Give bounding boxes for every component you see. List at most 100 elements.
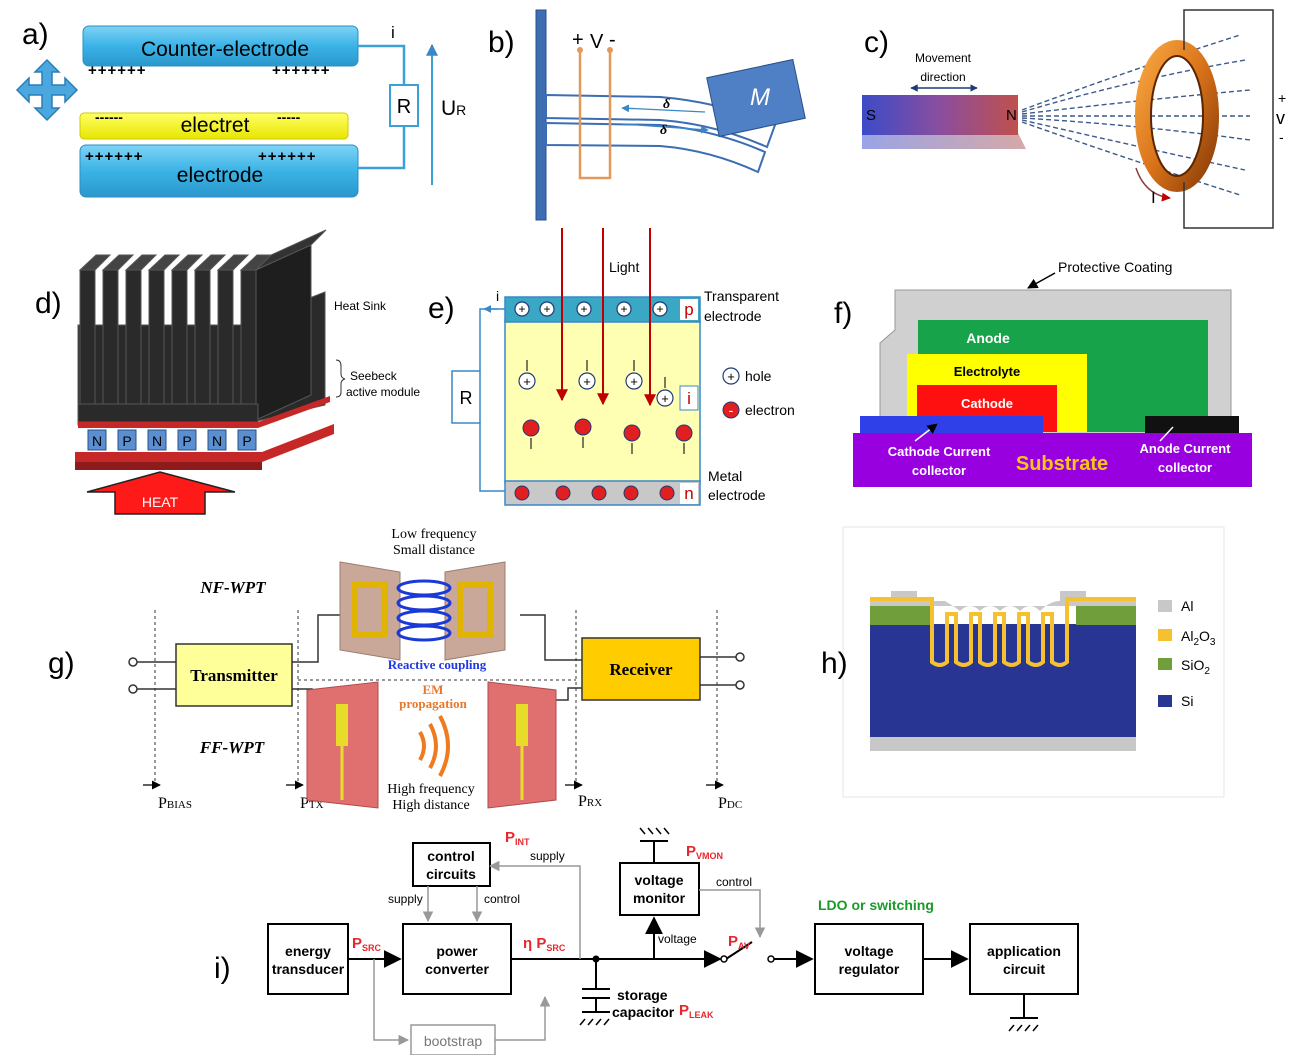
protective-label: Protective Coating (1058, 259, 1172, 275)
substrate-label: Substrate (1016, 453, 1108, 475)
legend-hole-label: hole (745, 368, 772, 384)
supply-label-top: supply (530, 849, 565, 863)
current-label: i (391, 23, 395, 42)
ldo-label: LDO or switching (818, 897, 934, 913)
resistor-label: R (397, 96, 411, 118)
coil-inner (1150, 55, 1204, 177)
nf-wpt-label: NF-WPT (199, 578, 266, 597)
electrolyte-label: Electrolyte (954, 364, 1020, 379)
n-label-box (680, 483, 698, 504)
anode-cc-label-2: collector (1158, 460, 1212, 475)
power-label-2: converter (425, 961, 489, 977)
svg-text:Al: Al (1181, 598, 1193, 614)
nf-coil-rx-loop (457, 582, 493, 638)
i-label-box (679, 385, 699, 411)
p-tx-label: PTX (300, 795, 324, 812)
resistor-label-e: R (460, 388, 473, 408)
al-bottom (870, 737, 1136, 751)
em-waves-icon (418, 715, 450, 777)
svg-text:+: + (518, 302, 525, 316)
switch-contact-left (720, 955, 728, 963)
mass-label: M (750, 84, 770, 111)
magnet-bottom (862, 133, 1026, 149)
svg-text:P: P (242, 433, 251, 449)
plus-sign: + (572, 29, 584, 51)
nf-coil-tx (339, 561, 401, 661)
svg-text:N: N (212, 433, 222, 449)
coil-circuit (1183, 9, 1274, 229)
panel-i-letter: i) (214, 952, 231, 985)
n-label: n (684, 484, 693, 503)
seebeck-label-2: active module (346, 385, 420, 399)
svg-text:SiO2: SiO2 (1181, 657, 1210, 677)
receiver-block (581, 637, 701, 701)
v-output-label: v (1276, 108, 1285, 128)
delta-label-2: δ (660, 123, 667, 138)
legend-electron-icon (722, 401, 740, 419)
legend-electron-sym: - (729, 402, 734, 418)
panel-c: c) Movement direction S N + v - I (862, 9, 1286, 229)
anode-cc-label-1: Anode Current (1140, 441, 1232, 456)
cathode-cc-label-2: collector (912, 463, 966, 478)
panel-f: f) Anode Electrolyte Cathode Substrate C… (834, 259, 1252, 487)
svg-text:N: N (152, 433, 162, 449)
counter-electrode-label: Counter-electrode (141, 38, 309, 61)
voltage-label: UR (441, 97, 466, 120)
move-arrows-icon (15, 58, 79, 122)
control-label: control (484, 892, 520, 906)
current-arrow (1135, 167, 1171, 202)
svg-text:+: + (523, 374, 531, 389)
clamp-wall (535, 9, 547, 221)
minus-charges-left: ------ (95, 109, 123, 125)
legend-hole-icon (722, 367, 740, 385)
legend-hole-sym: + (727, 369, 735, 384)
transparent-label-1: Transparent (704, 288, 779, 304)
electret (79, 112, 349, 140)
magnet-s-label: S (866, 107, 876, 124)
storage-label: storage (617, 987, 668, 1003)
protective-pointer (1027, 272, 1056, 289)
svg-text:PVMON: PVMON (686, 843, 723, 861)
resistor (389, 84, 419, 127)
magnet (862, 95, 1018, 135)
power-labels: PSRC η PSRC PINT PVMON PAV PLEAK (352, 829, 750, 1020)
terminal-minus (607, 47, 613, 53)
metal-label-1: Metal (708, 468, 742, 484)
light-label: Light (609, 259, 639, 275)
p-bias-label: PBIAS (158, 795, 192, 812)
al-top (870, 591, 1136, 611)
minus-terminal: - (1279, 129, 1284, 145)
delta-arrow-2 (621, 123, 709, 134)
legend-electron-label: electron (745, 402, 795, 418)
low-freq-label: Low frequency (391, 527, 476, 542)
panel-a-letter: a) (22, 18, 49, 51)
ground-hatches (579, 827, 1039, 1032)
svg-text:N: N (92, 433, 102, 449)
bottom-plate (75, 424, 334, 462)
holes: ++++ (518, 360, 674, 407)
propagation-label: propagation (399, 696, 467, 711)
transmitter-label: Transmitter (190, 666, 278, 685)
ff-patch-tx (336, 704, 348, 746)
heat-label: HEAT (142, 494, 179, 510)
svg-text:P: P (122, 433, 131, 449)
cathode-current-collector (860, 416, 1043, 434)
nf-coil-tx-loop (352, 582, 388, 638)
high-freq-label: High frequency (387, 782, 474, 797)
bootstrap-label: bootstrap (424, 1033, 483, 1049)
svg-text:PINT: PINT (505, 829, 530, 847)
voltage-monitor-label-2: monitor (633, 890, 686, 906)
current-label-e: i (496, 288, 499, 304)
heat-sink-label: Heat Sink (334, 299, 387, 313)
top-plate (78, 396, 330, 428)
plus-charges-top-right: ++++++ (272, 62, 331, 79)
p-rx-label: PRX (578, 793, 602, 810)
circuit-wire-bottom (358, 126, 406, 170)
minus-sign: - (609, 29, 616, 51)
control-label-right: control (716, 875, 752, 889)
panel-i: i) energy transducer power converter con… (214, 827, 1079, 1055)
current-label: I (1151, 188, 1156, 207)
junction-dot (592, 955, 600, 963)
panel-h: h) Al Al2O3 SiO2 Si (821, 526, 1225, 798)
panel-e: e) p n i +++++ ++++ (428, 228, 795, 506)
